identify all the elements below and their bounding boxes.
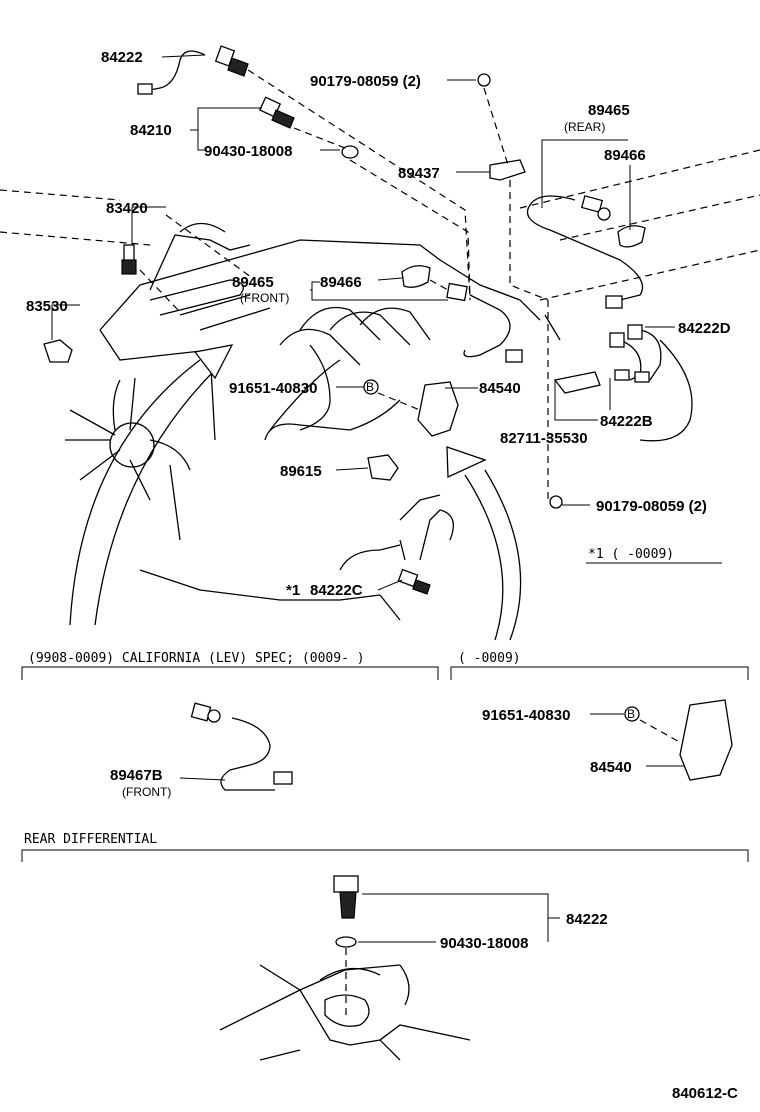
speed-sensor-84222D [609,324,662,383]
label-84222C-star: *1 [286,582,300,599]
label-90179-top: 90179-08059 (2) [310,73,421,90]
label-90430-rear: 90430-18008 [440,935,528,952]
speed-sensor-84222C [397,568,431,595]
label-89466-front: 89466 [320,274,362,291]
label-84540-main: 84540 [479,380,521,397]
temperature-sender-83420 [121,244,137,275]
label-91651-sec: 91651-40830 [482,707,570,724]
label-90430-top: 90430-18008 [204,143,292,160]
label-84222C: 84222C [310,582,363,599]
label-84222-rear: 84222 [566,911,608,928]
svg-text:B: B [366,380,374,394]
gasket-90430-rear [335,936,357,948]
label-89465-rear: 89465 [588,102,630,119]
label-82711: 82711-35530 [500,430,588,447]
label-89467B-sub: (FRONT) [122,785,171,799]
bracket-82711 [553,371,601,394]
label-89466-rear: 89466 [604,147,646,164]
direction-arrows [69,344,522,641]
leader-lines [51,54,675,591]
label-89465-front: 89465 [232,274,274,291]
label-84222-top: 84222 [101,49,143,66]
label-89437: 89437 [398,165,440,182]
label-89615: 89615 [280,463,322,480]
label-84210: 84210 [130,122,172,139]
bracket-89437 [489,159,526,181]
gasket-89466-front [401,265,431,288]
label-83530: 83530 [26,298,68,315]
note-star1: *1 ( -0009) [588,547,674,562]
diagram-code: 840612-C [672,1085,738,1102]
speed-sensor-84222-top [137,45,249,95]
label-89465-front-sub: (FRONT) [240,291,289,305]
label-84222B: 84222B [600,413,653,430]
nut-90179-top [477,73,491,87]
label-89467B: 89467B [110,767,163,784]
label-84222D: 84222D [678,320,731,337]
label-84540-sec: 84540 [590,759,632,776]
throttle-sensor-84540-sec [679,699,733,781]
section-upto-0009: ( -0009) B 91651-40830 84540 [450,651,749,781]
label-91651-main: 91651-40830 [229,380,317,397]
gasket-90430-top [341,145,359,159]
sensor-89615 [367,454,399,481]
nut-90179-bottom [549,495,563,509]
oxygen-sensor-89465-rear [526,195,644,309]
oxygen-sensor-89465-front [446,282,523,363]
bolt-mark-sec: B [627,707,635,721]
engine-outline [0,149,760,621]
switch-83530 [43,339,73,363]
section-california-title: (9908-0009) CALIFORNIA (LEV) SPEC; (0009… [28,651,365,666]
label-90179-bottom: 90179-08059 (2) [596,498,707,515]
throttle-sensor-84540-main [417,381,459,437]
speed-sensor-84222-rear [333,875,359,893]
section-california: (9908-0009) CALIFORNIA (LEV) SPEC; (0009… [21,651,439,799]
gasket-89466-rear [617,225,646,248]
label-83420: 83420 [106,200,148,217]
assembly-dashes [139,69,549,500]
label-89465-rear-sub: (REAR) [564,120,605,134]
section-rear-diff-title: REAR DIFFERENTIAL [24,832,157,847]
sensor-84210 [258,96,295,129]
bolt-91651-main: B [363,379,379,395]
section-rear-differential: REAR DIFFERENTIAL 84222 90430-18008 [21,832,749,1061]
section-upto-title: ( -0009) [458,651,521,666]
